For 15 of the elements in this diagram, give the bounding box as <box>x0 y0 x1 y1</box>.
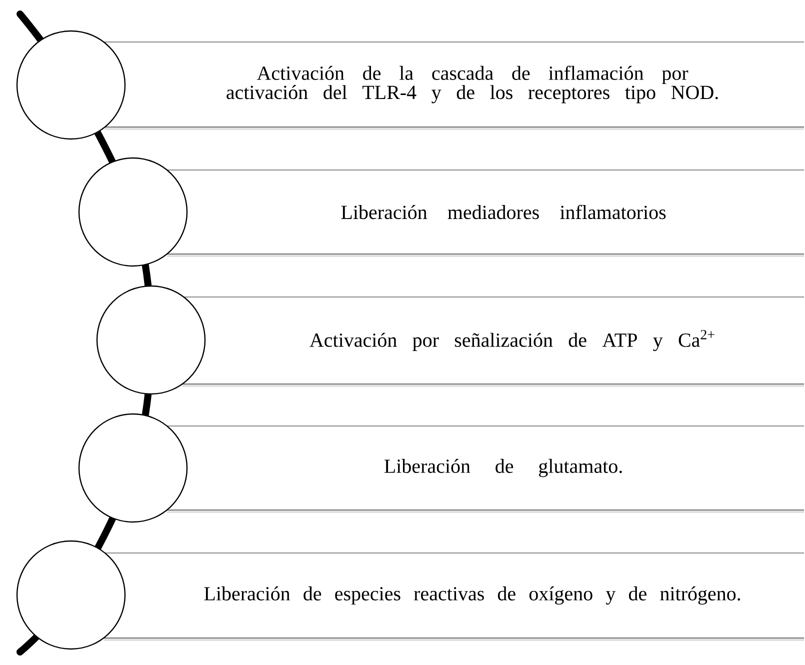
list-band: Liberación mediadores inflamatorios <box>186 170 804 257</box>
node-label: Liberación de glutamato. <box>384 458 622 478</box>
list-band: Activación de la cascada de inflamación por activación del TLR-4 y de los receptores tipo NOD. <box>124 42 804 130</box>
list-band: Activación por señalización de ATP y Ca$^{2+}$ <box>204 296 804 387</box>
list-band: Liberación de glutamato. <box>186 426 804 513</box>
node-label: Liberación de especies reactivas de oxígeno y de nitrógeno. <box>204 586 740 605</box>
node-label: Liberación mediadores inflamatorios <box>341 204 666 220</box>
node-label: Activación de la cascada de inflamación por activación del TLR-4 y de los receptores tipo NOD. <box>226 66 718 104</box>
circle-marker <box>78 413 188 523</box>
circle-marker <box>96 285 206 395</box>
circle-marker <box>78 157 188 267</box>
node-label: Activación por señalización de ATP y Ca$^{2+}$ <box>310 330 714 352</box>
circle-marker <box>16 30 126 140</box>
circle-marker <box>16 540 126 650</box>
list-band: Liberación de especies reactivas de oxígeno y de nitrógeno. <box>124 552 804 641</box>
